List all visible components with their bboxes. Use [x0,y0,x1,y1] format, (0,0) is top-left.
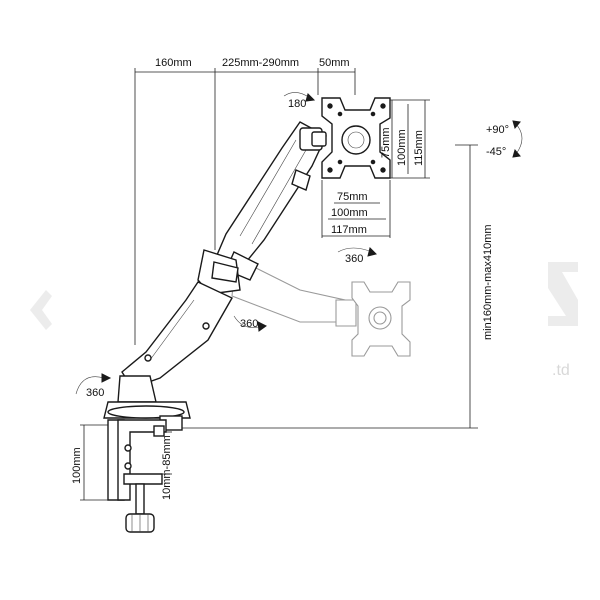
base-rotation-label: 360 [86,387,104,399]
arm-ghost-lowered [231,257,411,357]
tilt-arrow-icon [515,123,523,155]
plate-rotation-label: 360 [345,253,363,265]
watermark-right-glyph [548,262,578,326]
vesa-hub [341,125,371,155]
head-rotation-arrowhead-icon [305,93,316,102]
base-rotation-arrowhead-icon [101,373,112,383]
base-rotation-arrow-icon [75,376,105,395]
tilt-arrowhead-down-icon [512,148,521,158]
plate-rotation-arrow-icon [337,247,373,253]
clamp-dimension-lines [80,424,172,501]
vesa-vertical-mid: 100mm [396,129,408,166]
vesa-vertical-dimension-lines [390,99,430,179]
plate-rotation-arrowhead-icon [367,247,377,257]
lower-arm [121,281,233,389]
elbow-rotation-label: 360 [240,318,258,330]
height-dimension-lines [165,144,478,429]
clamp-screw [135,483,145,515]
upper-arm [213,121,327,281]
dimension-head-depth: 50mm [319,57,350,69]
dimension-arm-reach: 225mm-290mm [222,57,299,69]
dimension-desk-thickness: 10mm-85mm [161,435,173,500]
dimension-clamp-height: 100mm [71,447,83,484]
base-pole [103,375,191,431]
watermark-left-chevron [30,290,52,330]
tilt-down-label: -45° [486,146,506,158]
vesa-horizontal-outer: 117mm [331,224,367,236]
watermark-suffix: .td [552,362,570,379]
elbow-joint [197,249,241,295]
tilt-arrowhead-up-icon [512,120,521,130]
desk-clamp [107,419,167,533]
top-dimension-lines [134,68,356,345]
tilt-up-label: +90° [486,124,509,136]
vesa-horizontal-dimension-lines [321,180,391,238]
head-rotation-label: 180 [288,98,306,110]
vesa-horizontal-inner: 75mm [337,191,368,203]
dimension-height-range: min160mm-max410mm [482,224,494,340]
watermark: .td [30,262,578,379]
vesa-vertical-inner: 75mm [380,127,392,158]
vesa-vertical-outer: 115mm [413,130,425,166]
elbow-rotation-arrowhead-icon [257,321,267,332]
vesa-horizontal-mid: 100mm [331,207,368,219]
dimension-base-offset: 160mm [155,57,192,69]
